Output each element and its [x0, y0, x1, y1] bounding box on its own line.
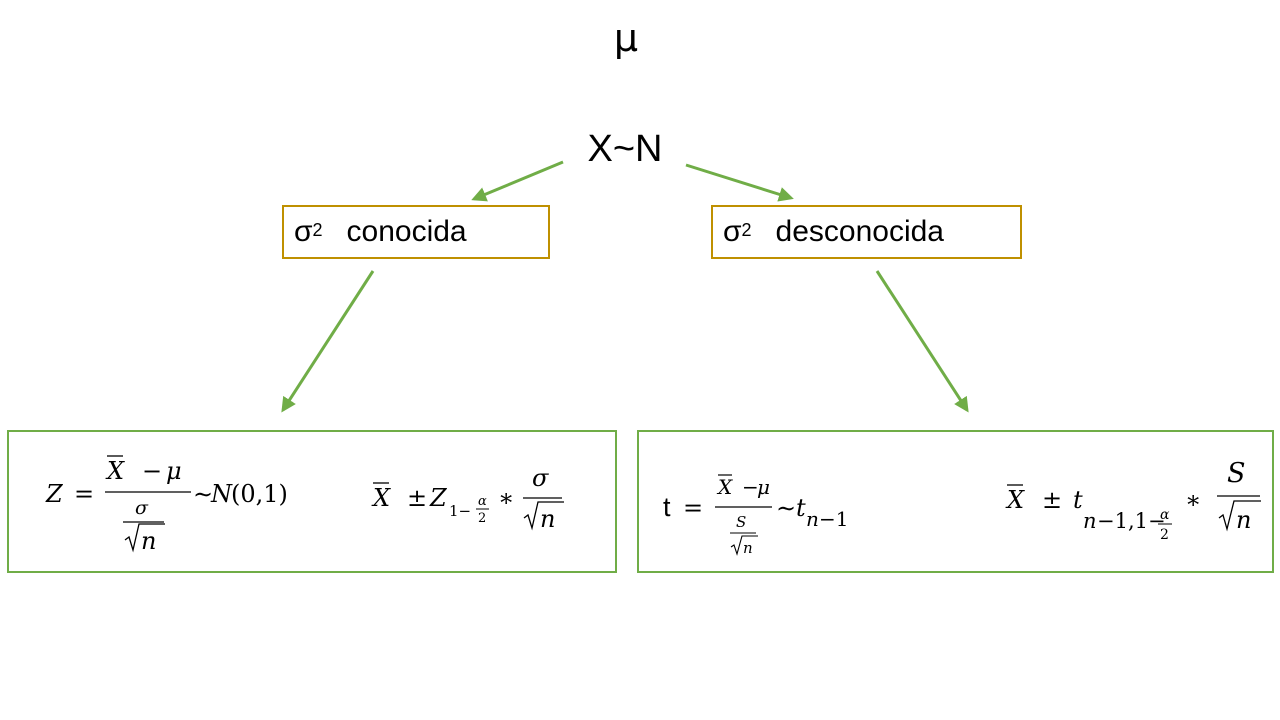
svg-text:n: n [540, 505, 555, 533]
svg-text:S: S [1227, 458, 1246, 489]
arrow-known-to-formula [281, 270, 375, 413]
svg-text:−: − [142, 457, 162, 485]
svg-text:±: ± [1042, 486, 1062, 514]
formula-box-known-variance: Z = X − μ σ n ∼ N (0,1) X ± Z 1− α 2 ∗ σ [7, 430, 617, 573]
formula-box-unknown-variance: t = X − μ S n ∼ t n −1 X ± t n −1,1− α 2… [637, 430, 1274, 573]
svg-text:=: = [74, 480, 94, 508]
svg-text:X: X [716, 475, 733, 499]
svg-text:S: S [736, 513, 746, 531]
svg-text:−: − [742, 475, 759, 499]
svg-text:Z: Z [429, 484, 448, 512]
formula-t-statistic: t = X − μ S n ∼ t n −1 X ± t n −1,1− α 2… [663, 458, 1261, 557]
sigma-symbol: σ [294, 215, 313, 248]
svg-text:α: α [478, 494, 487, 509]
case-variance-unknown: σ2 desconocida [711, 205, 1022, 259]
case-variance-known: σ2 conocida [282, 205, 550, 259]
parameter-mu: μ [613, 16, 639, 60]
svg-text:∼: ∼ [776, 494, 796, 522]
svg-text:n: n [806, 507, 819, 531]
sigma-symbol: σ [723, 215, 742, 248]
exponent: 2 [741, 220, 752, 240]
svg-text:X: X [1005, 486, 1025, 514]
svg-text:2: 2 [478, 511, 486, 526]
svg-text:μ: μ [166, 457, 182, 485]
case-label: conocida [346, 215, 467, 248]
svg-text:2: 2 [1160, 527, 1169, 543]
svg-text:t: t [796, 494, 806, 522]
svg-text:1−: 1− [449, 502, 471, 520]
formula-z-statistic: Z = X − μ σ n ∼ N (0,1) X ± Z 1− α 2 ∗ σ [45, 455, 564, 555]
svg-text:∗: ∗ [1185, 486, 1201, 514]
arrow-root-to-known [471, 160, 564, 202]
arrow-unknown-to-formula [875, 270, 969, 413]
svg-text:n: n [141, 527, 156, 555]
svg-text:α: α [1160, 507, 1170, 523]
case-label: desconocida [775, 215, 944, 248]
svg-text:=: = [683, 494, 703, 522]
svg-text:n: n [743, 539, 753, 557]
root-node-x-normal: X~N [587, 128, 663, 170]
svg-text:t: t [663, 492, 671, 522]
svg-text:(0,1): (0,1) [231, 480, 288, 508]
svg-text:t: t [1073, 486, 1083, 514]
svg-text:−1,1−: −1,1− [1097, 509, 1166, 533]
svg-text:n: n [1083, 509, 1097, 533]
svg-text:∼: ∼ [193, 480, 213, 508]
svg-text:−1: −1 [819, 507, 848, 531]
svg-text:±: ± [407, 484, 427, 512]
arrow-root-to-unknown [685, 163, 794, 202]
svg-text:X: X [371, 484, 391, 512]
svg-text:σ: σ [532, 464, 549, 492]
svg-text:μ: μ [757, 475, 770, 499]
exponent: 2 [312, 220, 323, 240]
svg-text:X: X [105, 457, 125, 485]
svg-text:σ: σ [135, 497, 149, 519]
svg-text:n: n [1236, 506, 1251, 534]
svg-text:∗: ∗ [498, 484, 514, 512]
svg-text:N: N [210, 480, 233, 508]
symbol-z: Z [45, 480, 64, 508]
